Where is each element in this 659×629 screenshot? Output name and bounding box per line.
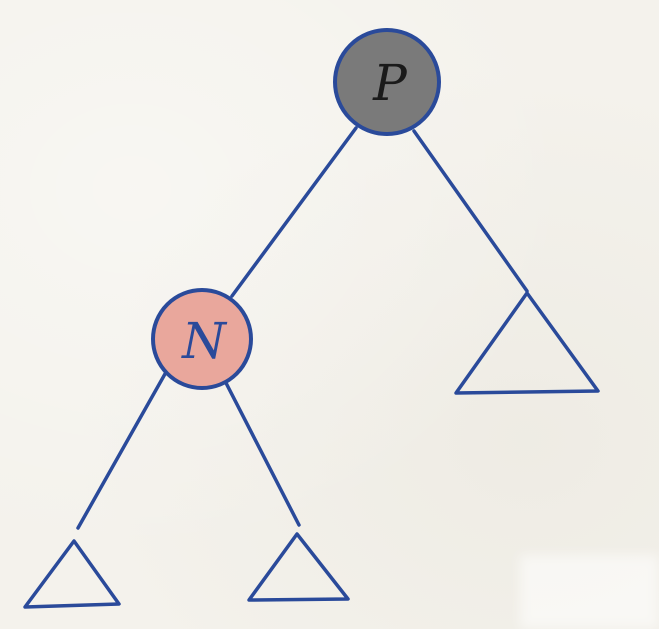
edge-parent-node	[230, 126, 358, 298]
node-parent-circle	[333, 28, 441, 136]
node-child-label: N	[181, 312, 228, 370]
node-child-circle	[151, 288, 253, 390]
edge-parent-right-subtree	[412, 129, 529, 293]
node-child: N	[151, 288, 253, 390]
node-parent: P	[333, 28, 441, 136]
node-parent-label: P	[372, 54, 408, 112]
subtree-triangle-right-of-parent	[454, 291, 600, 395]
edge-node-right-subtree	[223, 379, 301, 527]
subtree-triangle-right-of-node	[247, 532, 350, 602]
subtree-triangle-left-of-node	[23, 539, 121, 609]
edge-node-left-subtree	[76, 356, 176, 530]
paper-highlight	[520, 555, 659, 629]
